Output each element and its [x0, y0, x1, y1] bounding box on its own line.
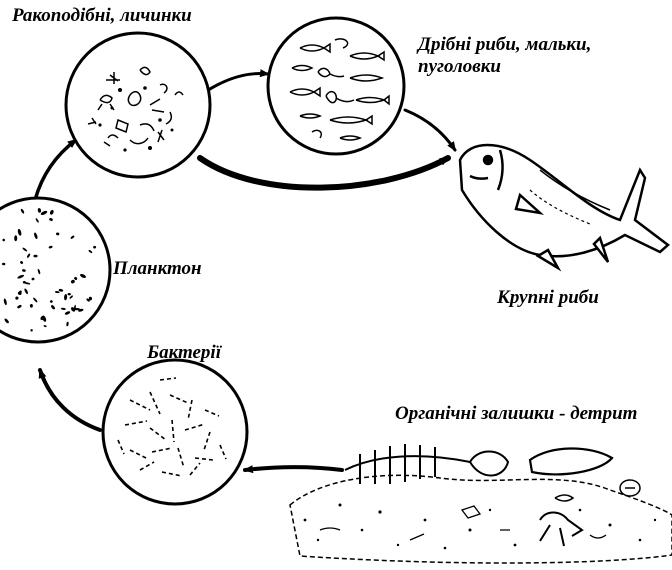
crustaceans-circle: [66, 33, 210, 177]
arrow-small-fish-to-large-fish: [405, 110, 455, 150]
crustaceans-label: Ракоподібні, личинки: [12, 5, 192, 26]
bacteria-circle: [103, 360, 247, 504]
plankton-label: Планктон: [113, 258, 202, 279]
plankton-speck: [14, 235, 17, 241]
arrow-bacteria-to-plankton: [40, 370, 100, 430]
small-fish-circle: [268, 18, 404, 154]
fish-skeleton: [345, 444, 470, 484]
arrow-crustaceans-to-small-fish: [205, 74, 268, 92]
plankton-circle: [0, 198, 110, 342]
frog-remains: [540, 513, 582, 547]
large-fish-label: Крупні риби: [497, 287, 599, 308]
large-fish-drawing: [460, 145, 668, 268]
fish-skull: [470, 452, 508, 476]
detritus-label: Органічні залишки - детрит: [395, 403, 637, 424]
bacteria-label: Бактерії: [147, 342, 221, 363]
arrow-detritus-to-bacteria: [245, 467, 342, 470]
small-fish-label-line2: пуголовки: [418, 56, 501, 77]
mussel-shell: [530, 448, 612, 474]
arrow-crustaceans-to-large-fish: [200, 158, 448, 188]
detritus-specks: [304, 504, 657, 550]
arrow-plankton-to-crustaceans: [35, 140, 76, 200]
small-fish-label-line1: Дрібні риби, мальки,: [418, 34, 591, 55]
detritus-pile: [290, 444, 672, 563]
